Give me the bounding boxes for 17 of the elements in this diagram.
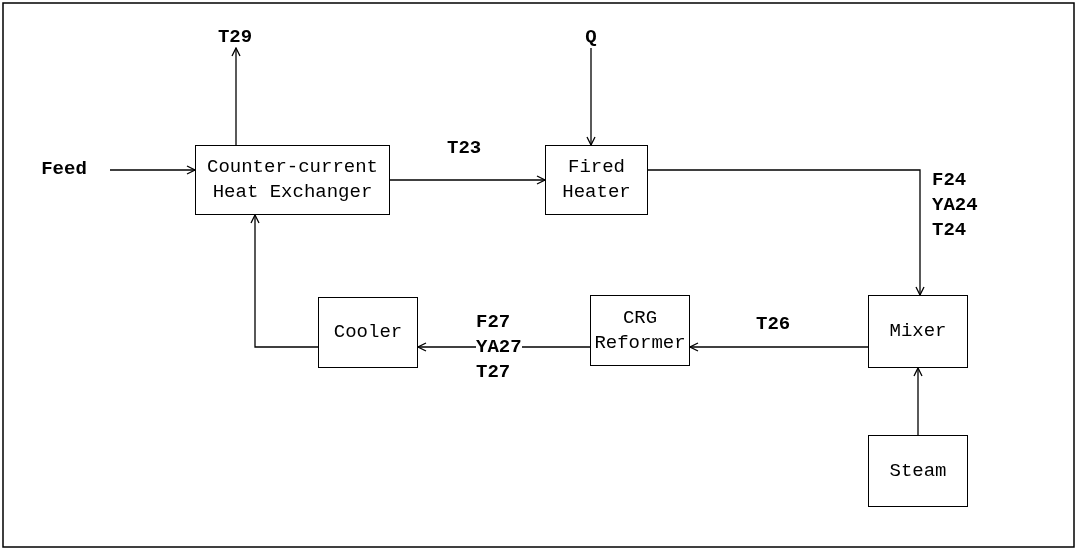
process-box: CRG Reformer: [590, 295, 690, 366]
arrow: [389, 175, 546, 185]
arrow: [689, 342, 869, 352]
stream-label: Feed: [32, 155, 96, 183]
arrow: [109, 165, 196, 175]
stream-label: T29: [214, 24, 256, 50]
arrow: [586, 47, 596, 146]
process-box: Cooler: [318, 297, 418, 368]
process-box: Fired Heater: [545, 145, 648, 215]
arrow: [231, 47, 241, 146]
arrow: [913, 367, 923, 436]
process-box: Steam: [868, 435, 968, 507]
stream-label: Q: [578, 24, 604, 50]
process-box: Counter-current Heat Exchanger: [195, 145, 390, 215]
arrow: [647, 169, 925, 296]
arrow: [250, 214, 319, 348]
process-box: Mixer: [868, 295, 968, 368]
